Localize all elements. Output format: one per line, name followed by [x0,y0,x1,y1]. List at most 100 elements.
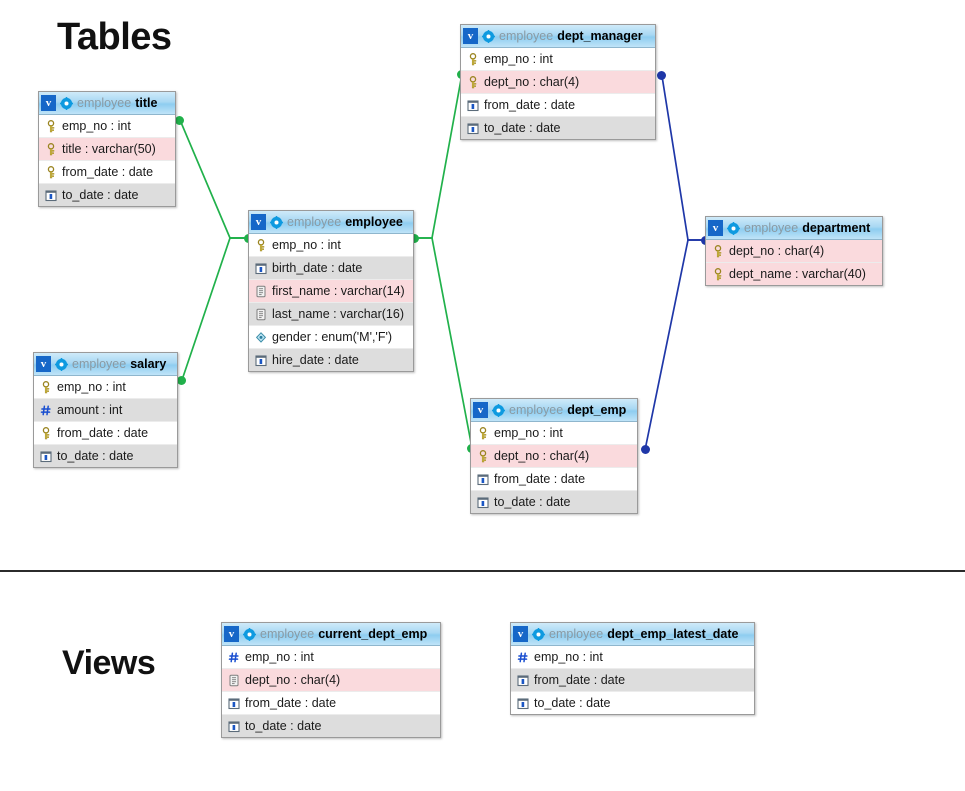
column-label: to_date : date [245,719,322,733]
column-label: to_date : date [494,495,571,509]
column-row[interactable]: from_date : date [222,692,440,715]
gear-icon [727,221,740,235]
key-icon [477,449,489,463]
column-label: birth_date : date [272,261,363,275]
column-label: dept_no : char(4) [245,673,341,687]
connector-salary-right [177,376,186,385]
text-icon [228,674,240,687]
entity-schema-label: employee [72,357,127,371]
entity-name-label: title [135,96,158,110]
column-row[interactable]: to_date : date [222,715,440,737]
column-row[interactable]: gender : enum('M','F') [249,326,413,349]
column-row[interactable]: emp_no : int [461,48,655,71]
column-label: emp_no : int [494,426,563,440]
entity-schema-label: employee [744,221,799,235]
number-icon [228,651,240,664]
column-row[interactable]: emp_no : int [34,376,177,399]
key-icon [712,244,724,258]
gear-icon [492,403,505,417]
column-row[interactable]: dept_no : char(4) [471,445,637,468]
column-row[interactable]: from_date : date [461,94,655,117]
column-row[interactable]: dept_no : char(4) [706,240,882,263]
column-row[interactable]: title : varchar(50) [39,138,175,161]
view-badge-icon: v [41,95,56,111]
column-row[interactable]: emp_no : int [39,115,175,138]
entity-schema-label: employee [499,29,554,43]
column-row[interactable]: first_name : varchar(14) [249,280,413,303]
date-icon [45,189,57,202]
column-label: last_name : varchar(16) [272,307,405,321]
column-label: to_date : date [534,696,611,710]
column-row[interactable]: to_date : date [34,445,177,467]
column-row[interactable]: to_date : date [511,692,754,714]
column-row[interactable]: hire_date : date [249,349,413,371]
entity-name-label: department [802,221,871,235]
column-row[interactable]: emp_no : int [511,646,754,669]
column-label: title : varchar(50) [62,142,156,156]
column-label: dept_no : char(4) [729,244,825,258]
date-icon [40,450,52,463]
column-row[interactable]: dept_no : char(4) [222,669,440,692]
gear-icon [270,215,283,229]
entity-name-label: dept_manager [557,29,643,43]
view-badge-icon: v [513,626,528,642]
date-icon [477,496,489,509]
column-row[interactable]: from_date : date [39,161,175,184]
column-row[interactable]: from_date : date [34,422,177,445]
column-row[interactable]: dept_no : char(4) [461,71,655,94]
key-icon [477,426,489,440]
column-row[interactable]: dept_name : varchar(40) [706,263,882,285]
column-row[interactable]: emp_no : int [249,234,413,257]
column-row[interactable]: emp_no : int [222,646,440,669]
column-row[interactable]: to_date : date [461,117,655,139]
enum-icon [255,331,267,344]
column-row[interactable]: last_name : varchar(16) [249,303,413,326]
column-row[interactable]: emp_no : int [471,422,637,445]
relationship-employee-salary [181,237,248,381]
column-row[interactable]: to_date : date [39,184,175,206]
column-row[interactable]: to_date : date [471,491,637,513]
relationship-employee-title [179,119,248,239]
date-icon [517,697,529,710]
gear-icon [243,627,256,641]
view-badge-icon: v [36,356,51,372]
column-label: dept_no : char(4) [494,449,590,463]
column-label: amount : int [57,403,123,417]
column-label: emp_no : int [534,650,603,664]
gear-icon [482,29,495,43]
gear-icon [60,96,73,110]
connector-employee-right [410,234,419,243]
entity-name-label: salary [130,357,167,371]
column-label: to_date : date [484,121,561,135]
key-icon [467,75,479,89]
column-label: from_date : date [484,98,576,112]
date-icon [228,720,240,733]
column-label: emp_no : int [272,238,341,252]
entity-schema-label: employee [260,627,315,641]
column-row[interactable]: birth_date : date [249,257,413,280]
column-row[interactable]: amount : int [34,399,177,422]
text-icon [255,308,267,321]
column-row[interactable]: from_date : date [511,669,754,692]
column-label: hire_date : date [272,353,359,367]
column-row[interactable]: from_date : date [471,468,637,491]
relationship-department-dept-emp [644,239,705,451]
connector-dept-manager-right [657,71,666,80]
